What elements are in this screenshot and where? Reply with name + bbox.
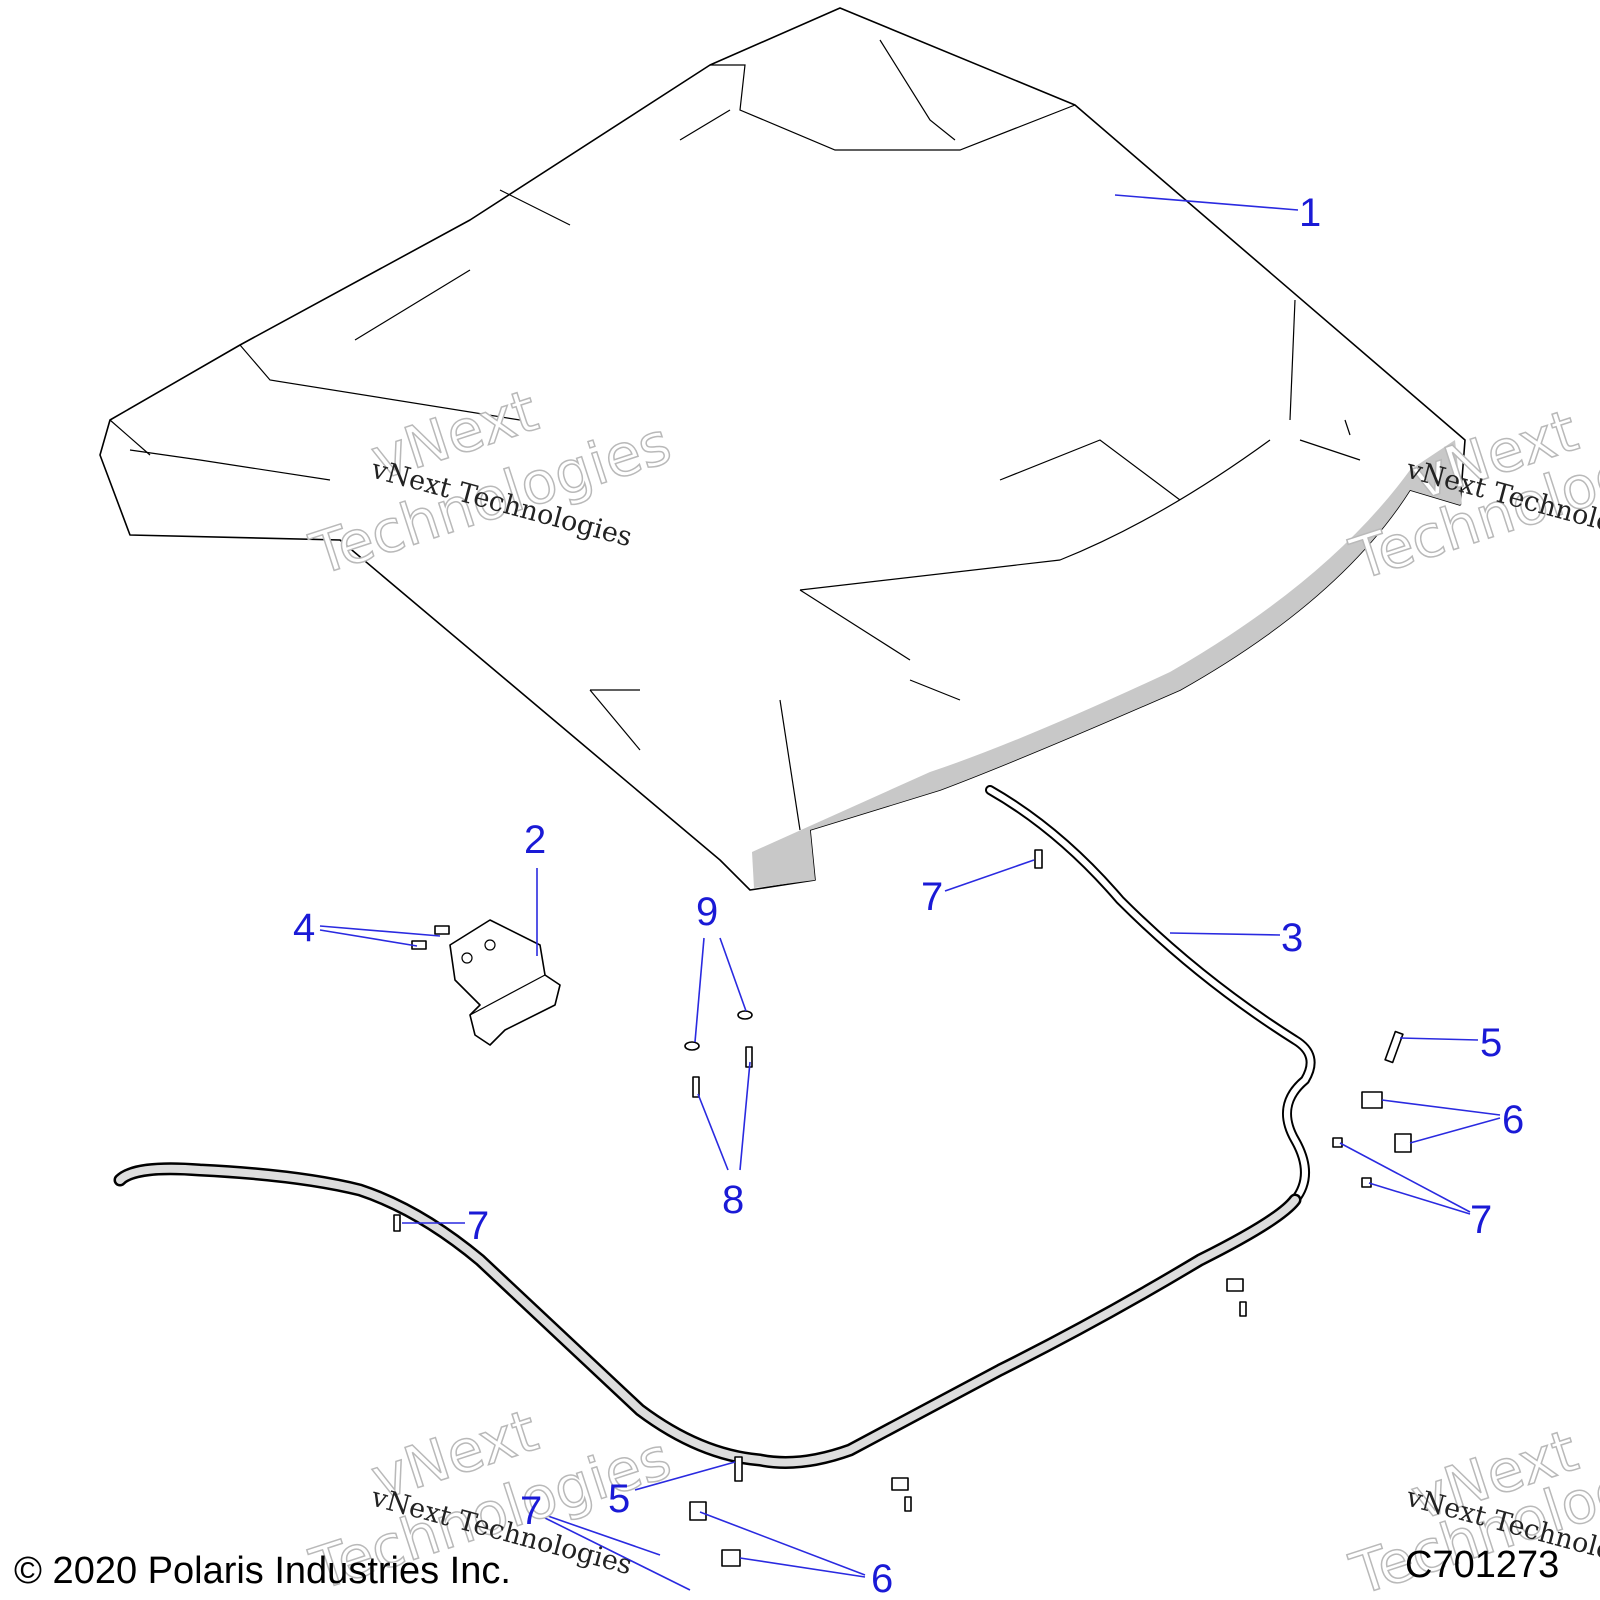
callout-7-left: 7 bbox=[467, 1204, 489, 1248]
callout-6-bottom: 6 bbox=[871, 1557, 893, 1600]
screw-7-top bbox=[1034, 849, 1043, 869]
bracket bbox=[449, 919, 561, 1046]
callout-7-right: 7 bbox=[1470, 1198, 1492, 1242]
seal-upper bbox=[985, 785, 1316, 1205]
callout-2: 2 bbox=[524, 818, 546, 862]
fasteners bbox=[393, 849, 1412, 1567]
clip-6b bbox=[1394, 1133, 1412, 1153]
callout-8: 8 bbox=[722, 1178, 744, 1222]
screw-5-right bbox=[1384, 1030, 1404, 1064]
roof-front-edge bbox=[752, 470, 1460, 888]
screw-7-ra bbox=[1332, 1137, 1343, 1148]
screw-8b bbox=[745, 1046, 753, 1068]
clip-6a bbox=[1361, 1091, 1383, 1109]
washer-9b bbox=[737, 1010, 753, 1020]
drawing-code: C701273 bbox=[1405, 1544, 1560, 1586]
clip-6-bottom-a bbox=[689, 1501, 707, 1521]
screw-8a bbox=[692, 1076, 700, 1098]
leader-lines bbox=[319, 194, 1501, 1591]
callout-1: 1 bbox=[1299, 191, 1321, 235]
callout-3: 3 bbox=[1281, 916, 1303, 960]
screw-5-bottom bbox=[734, 1456, 743, 1482]
callout-7-bottom: 7 bbox=[520, 1489, 542, 1533]
callout-6-right: 6 bbox=[1502, 1098, 1524, 1142]
screw-7-left bbox=[393, 1214, 401, 1232]
screw-7-rb bbox=[1361, 1177, 1372, 1188]
clip-bottom-mid bbox=[891, 1477, 909, 1491]
clip-mid bbox=[1226, 1278, 1244, 1292]
screw-mid bbox=[1239, 1301, 1247, 1317]
callout-5-right: 5 bbox=[1480, 1021, 1502, 1065]
callout-4: 4 bbox=[293, 906, 315, 950]
screw-4a bbox=[434, 925, 450, 935]
callouts: 1 2 3 4 5 6 7 8 9 5 6 7 7 7 bbox=[293, 191, 1524, 1600]
callout-9: 9 bbox=[696, 890, 718, 934]
copyright-text: © 2020 Polaris Industries Inc. bbox=[14, 1550, 511, 1592]
seal-lower bbox=[113, 1162, 1302, 1469]
screw-bottom-mid bbox=[904, 1496, 912, 1512]
callout-5-bottom: 5 bbox=[608, 1477, 630, 1521]
roof-panel bbox=[99, 7, 1466, 891]
clip-6-bottom-b bbox=[721, 1549, 741, 1567]
washer-9a bbox=[684, 1041, 700, 1051]
callout-7-top: 7 bbox=[921, 875, 943, 919]
